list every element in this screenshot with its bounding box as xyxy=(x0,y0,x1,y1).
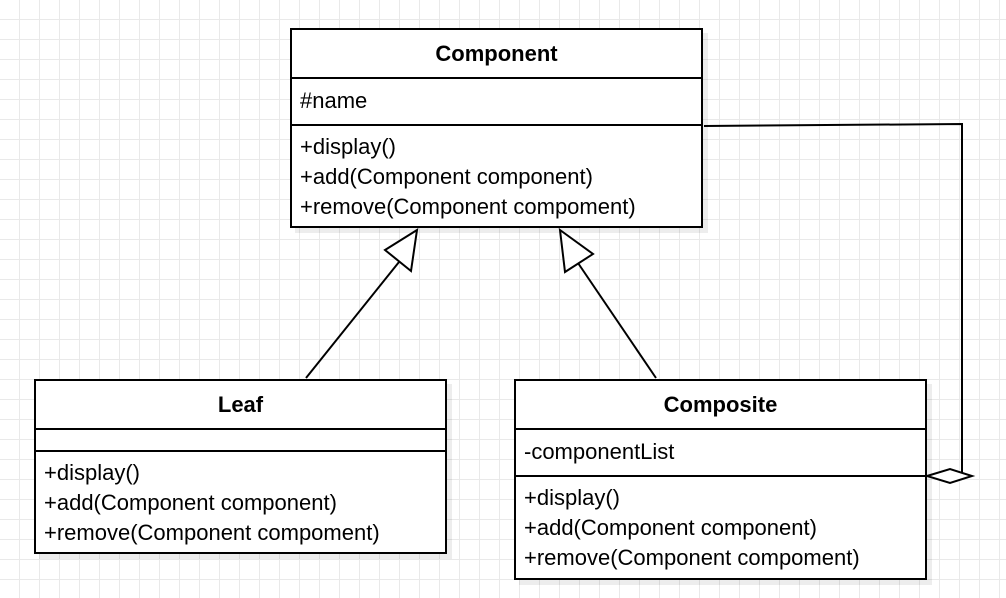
leaf-class-name: Leaf xyxy=(36,381,445,430)
leaf-class[interactable]: Leaf +display() +add(Component component… xyxy=(34,379,447,554)
component-class[interactable]: Component #name +display() +add(Componen… xyxy=(290,28,703,228)
composite-generalization-line xyxy=(577,262,657,379)
component-op-add: +add(Component component) xyxy=(300,164,593,189)
composite-op-add: +add(Component component) xyxy=(524,515,817,540)
leaf-op-display: +display() xyxy=(44,460,140,485)
leaf-op-remove: +remove(Component compoment) xyxy=(44,520,380,545)
composite-op-display: +display() xyxy=(524,485,620,510)
component-op-display: +display() xyxy=(300,134,396,159)
component-attributes: #name xyxy=(292,79,701,126)
composite-op-remove: +remove(Component compoment) xyxy=(524,545,860,570)
composite-attribute-componentlist: -componentList xyxy=(524,439,675,464)
leaf-op-add: +add(Component component) xyxy=(44,490,337,515)
aggregation-diamond xyxy=(923,467,976,485)
component-op-remove: +remove(Component compoment) xyxy=(300,194,636,219)
leaf-operations: +display() +add(Component component) +re… xyxy=(36,452,445,548)
composite-generalization-arrowhead xyxy=(558,227,595,274)
composite-class-name: Composite xyxy=(516,381,925,430)
composite-attributes: -componentList xyxy=(516,430,925,477)
leaf-attributes xyxy=(36,430,445,452)
component-class-name: Component xyxy=(292,30,701,79)
component-attribute-name: #name xyxy=(300,88,368,113)
composite-class[interactable]: Composite -componentList +display() +add… xyxy=(514,379,927,580)
leaf-generalization-arrowhead xyxy=(383,228,419,273)
leaf-generalization-line xyxy=(305,261,400,379)
composite-operations: +display() +add(Component component) +re… xyxy=(516,477,925,573)
component-operations: +display() +add(Component component) +re… xyxy=(292,126,701,222)
